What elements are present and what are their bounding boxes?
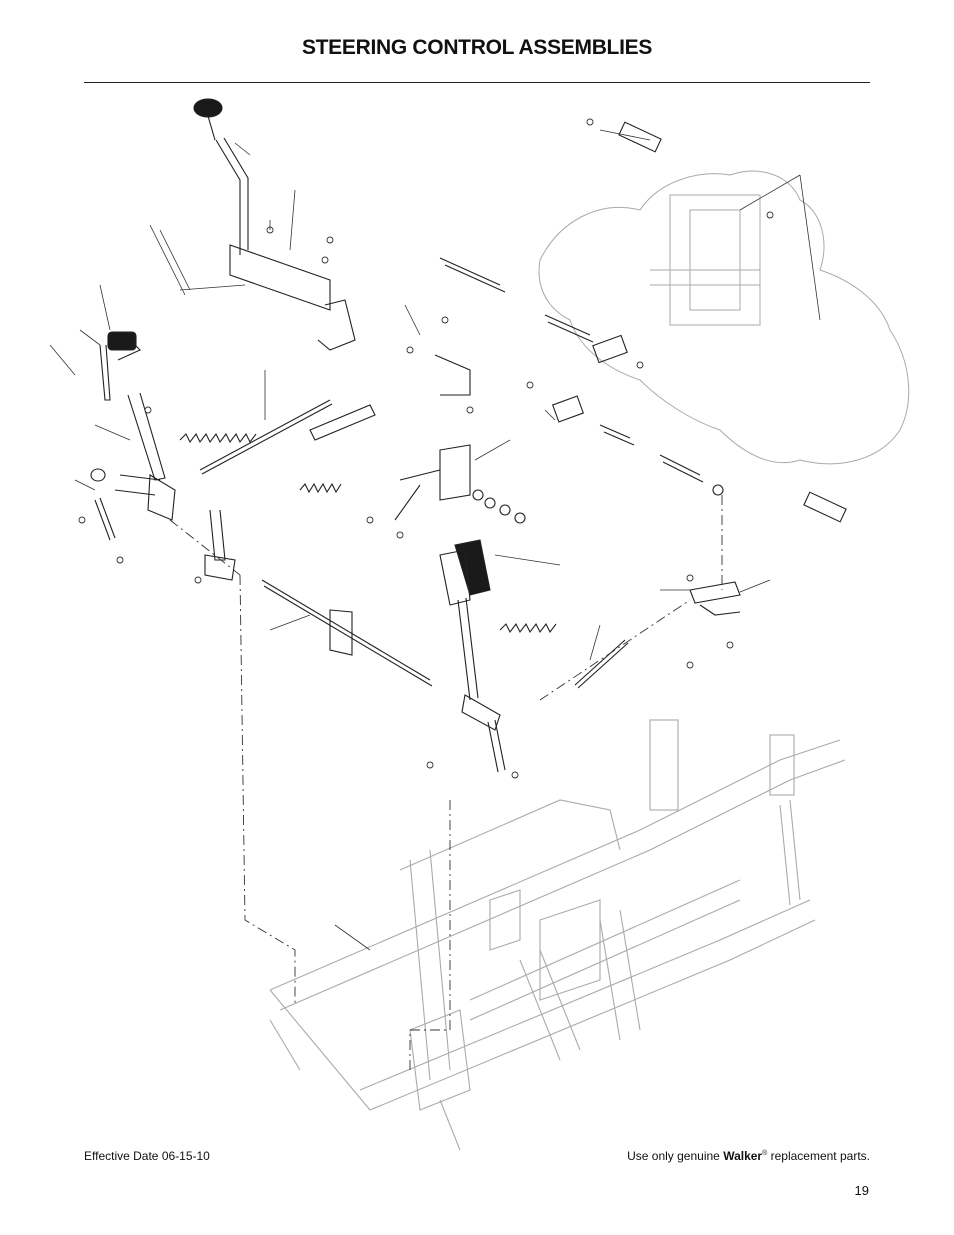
footer-prefix: Use only genuine — [627, 1149, 720, 1163]
page-number: 19 — [854, 1183, 869, 1198]
footer-suffix: replacement parts. — [770, 1149, 870, 1163]
title-rule — [84, 82, 870, 83]
right-bellcrank — [439, 257, 741, 616]
effective-date: Effective Date 06-15-10 — [84, 1149, 210, 1163]
steering-control-exploded-diagram — [49, 98, 910, 1151]
left-lower-lever — [90, 331, 236, 581]
center-lever — [394, 354, 526, 773]
leader-lines — [49, 129, 821, 951]
assembly-dash-lines — [169, 495, 723, 1070]
engine-ghost-outline — [538, 170, 910, 465]
upper-steering-lever — [193, 98, 356, 351]
hardware-fasteners — [78, 118, 774, 779]
control-rods — [199, 399, 629, 689]
registered-mark: ® — [762, 1150, 768, 1157]
page-title: STEERING CONTROL ASSEMBLIES — [301, 36, 653, 59]
frame-ghost-outline — [269, 719, 846, 1151]
brand-name: Walker — [723, 1149, 763, 1163]
footer-note: Use only genuine Walker® replacement par… — [627, 1149, 870, 1163]
springs — [179, 121, 847, 634]
